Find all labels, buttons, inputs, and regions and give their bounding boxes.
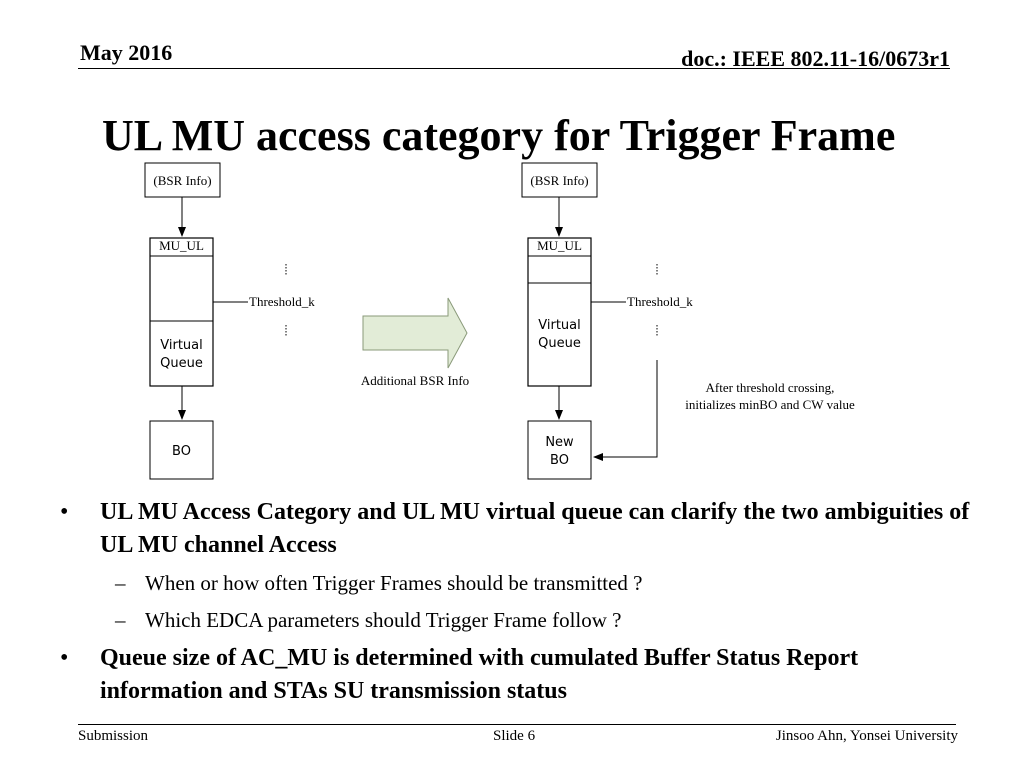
left-bo-label: BO [172, 444, 191, 459]
left-virtual-queue-line2: Queue [160, 356, 203, 371]
right-new-bo-line1: New [545, 435, 574, 450]
left-mu-ul-label: MU_UL [159, 238, 204, 253]
left-diagram: (BSR Info) MU_UL Virtual Queue Threshold… [144, 162, 315, 480]
left-bo-box [149, 420, 214, 480]
right-bsr-info-label: (BSR Info) [530, 173, 588, 188]
right-mu-ul-queue [527, 237, 592, 387]
bullet-list: • UL MU Access Category and UL MU virtua… [58, 496, 978, 714]
bullet-text: Queue size of AC_MU is determined with c… [100, 645, 859, 704]
bullet-dot-icon: • [60, 499, 69, 525]
left-virtual-queue-line1: Virtual [160, 338, 202, 353]
threshold-note-line2: initializes minBO and CW value [685, 397, 855, 412]
bullet-text: UL MU Access Category and UL MU virtual … [100, 499, 970, 558]
sub-bullet-item: – When or how often Trigger Frames shoul… [58, 568, 978, 598]
right-mu-ul-label: MU_UL [537, 238, 582, 253]
sub-bullet-text: Which EDCA parameters should Trigger Fra… [145, 608, 622, 632]
right-new-bo-box [527, 420, 592, 480]
bullet-item: • UL MU Access Category and UL MU virtua… [58, 496, 978, 562]
left-threshold-label: Threshold_k [249, 294, 315, 309]
sub-bullet-text: When or how often Trigger Frames should … [145, 571, 643, 595]
left-bsr-info-label: (BSR Info) [153, 173, 211, 188]
dash-icon: – [115, 608, 126, 632]
threshold-note-line1: After threshold crossing, [706, 380, 835, 395]
arrow-label: Additional BSR Info [361, 373, 469, 388]
header-doc-id: doc.: IEEE 802.11-16/0673r1 [681, 46, 950, 71]
footer-slide-number: Slide 6 [493, 728, 536, 744]
left-mu-ul-queue [149, 237, 214, 387]
transition-arrow: Additional BSR Info [361, 297, 469, 388]
sub-bullet-item: – Which EDCA parameters should Trigger F… [58, 605, 978, 635]
dash-icon: – [115, 571, 126, 595]
footer-divider [78, 724, 956, 725]
header-divider [78, 68, 950, 69]
footer-author: Jinsoo Ahn, Yonsei University [775, 728, 958, 744]
right-diagram: (BSR Info) MU_UL Virtual Queue Threshold… [521, 162, 855, 480]
header-date: May 2016 [80, 40, 173, 65]
right-virtual-queue-line2: Queue [538, 336, 581, 351]
right-new-bo-line2: BO [550, 453, 569, 468]
threshold-reset-arrow [593, 360, 658, 461]
right-threshold-label: Threshold_k [627, 294, 693, 309]
slide-title: UL MU access category for Trigger Frame [102, 111, 896, 160]
right-virtual-queue-line1: Virtual [538, 318, 580, 333]
bullet-item: • Queue size of AC_MU is determined with… [58, 642, 978, 708]
bullet-dot-icon: • [60, 645, 69, 671]
footer-submission: Submission [78, 728, 149, 744]
block-arrow-icon [362, 297, 468, 369]
